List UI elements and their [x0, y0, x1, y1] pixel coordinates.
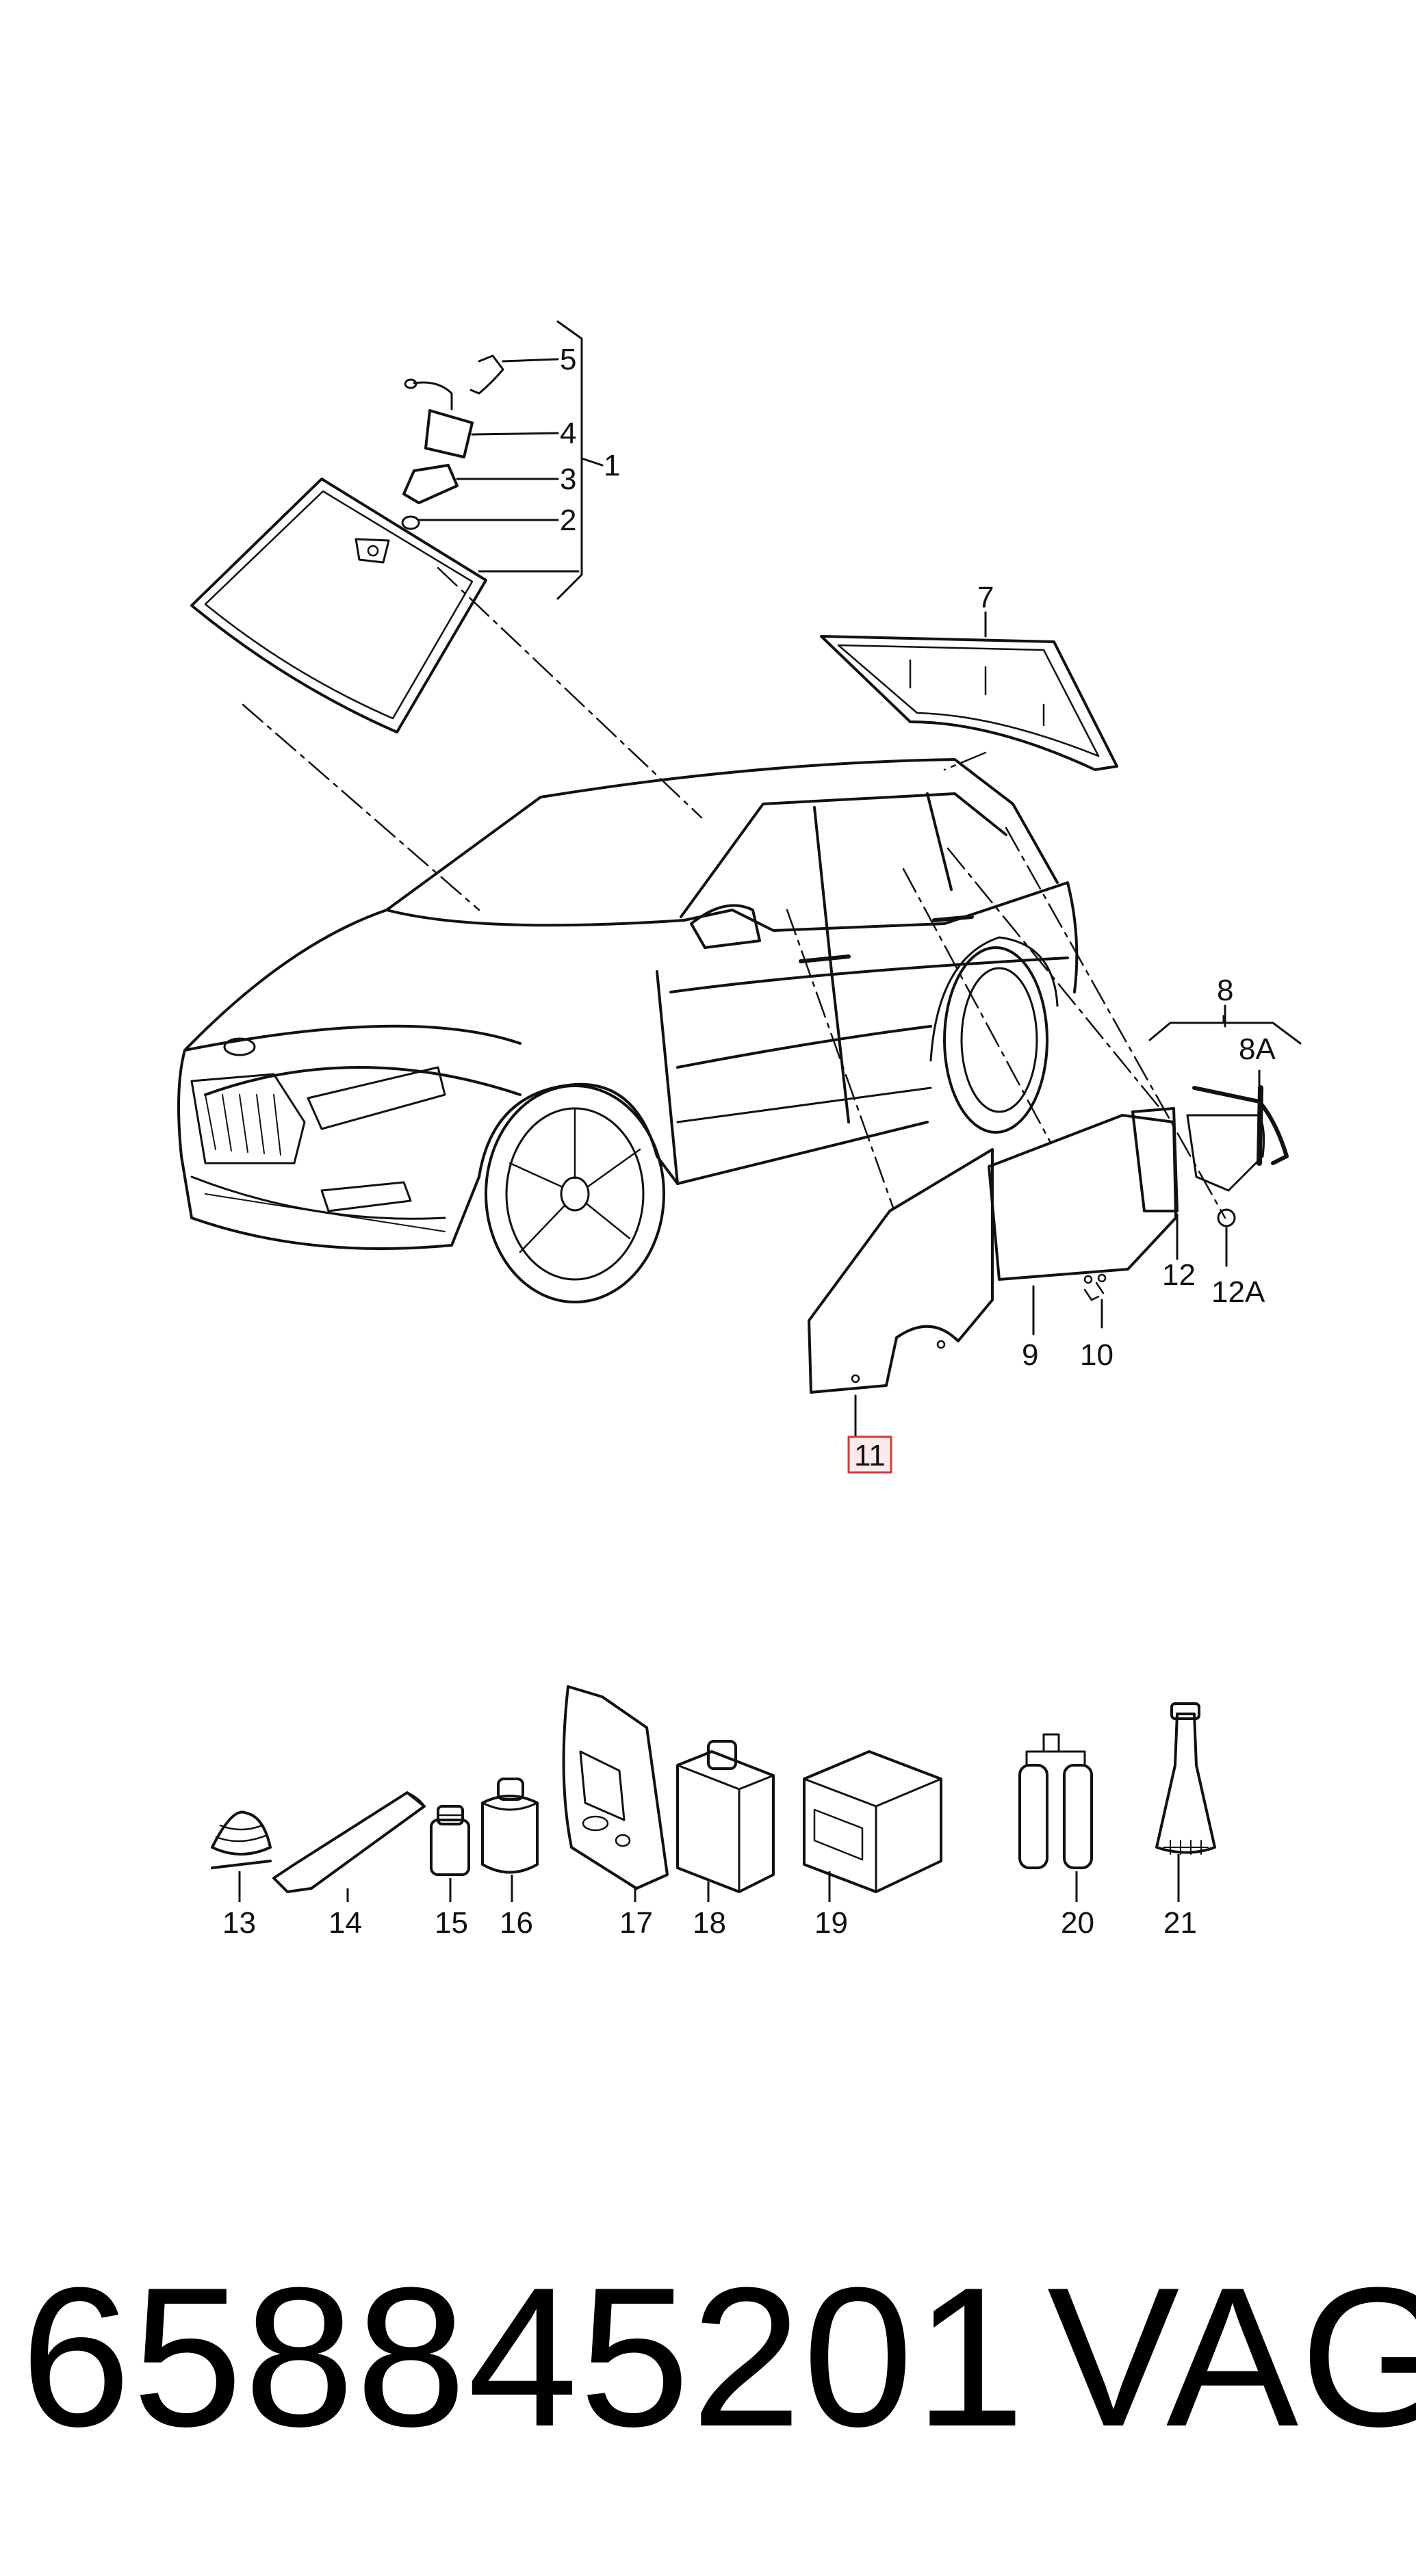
- sensor-3: [402, 464, 459, 504]
- callout-13: 13: [222, 1906, 256, 1940]
- quarter-glass: [1131, 1107, 1179, 1212]
- callout-21: 21: [1163, 1906, 1197, 1940]
- callout-19: 19: [814, 1906, 848, 1940]
- consumable-16: [481, 1778, 539, 1874]
- consumable-14: [272, 1791, 426, 1893]
- callout-7: 7: [977, 581, 994, 614]
- highlight-box: [847, 1435, 892, 1474]
- callout-2: 2: [560, 504, 576, 537]
- side-windows: [808, 1015, 1302, 1394]
- consumables-row: [211, 1685, 1216, 1893]
- callout-14: 14: [329, 1906, 362, 1940]
- callout-12a: 12A: [1211, 1275, 1265, 1309]
- seal-strip: [1192, 1086, 1289, 1165]
- consumable-19: [803, 1750, 942, 1893]
- callout-8: 8: [1217, 974, 1233, 1007]
- windscreen-assembly: [190, 320, 604, 733]
- sensor-4: [424, 409, 474, 458]
- callout-20: 20: [1061, 1906, 1094, 1940]
- car-illustration: [177, 758, 1079, 1303]
- callout-11: 11: [854, 1439, 886, 1472]
- callout-15: 15: [435, 1906, 468, 1940]
- consumable-13: [211, 1810, 272, 1869]
- rear-window: [820, 611, 1118, 771]
- consumable-15: [430, 1805, 470, 1876]
- sensor-5: [469, 354, 504, 395]
- callout-1: 1: [604, 449, 620, 482]
- callout-5: 5: [560, 343, 576, 376]
- windscreen: [190, 478, 487, 733]
- part-number: 658845201: [21, 2246, 1027, 2468]
- consumable-21: [1155, 1702, 1216, 1855]
- rear-door-window: [988, 1114, 1177, 1281]
- consumable-18: [676, 1740, 775, 1893]
- sensor-2: [401, 515, 420, 530]
- callout-3: 3: [560, 463, 576, 496]
- callout-labels: 5 4 3 1 2 7 8 8A 12 12A 9 10 11 13 14 15…: [222, 343, 1276, 1940]
- consumable-20: [1018, 1733, 1093, 1869]
- callout-4: 4: [560, 417, 576, 450]
- quarter-glass-inner: [1186, 1114, 1265, 1192]
- front-door-window: [808, 1148, 994, 1394]
- consumable-17: [562, 1685, 669, 1890]
- brand-name: VAG: [1047, 2246, 1416, 2468]
- callout-12: 12: [1162, 1258, 1196, 1292]
- callout-16: 16: [500, 1906, 533, 1940]
- callout-17: 17: [619, 1906, 653, 1940]
- callout-10: 10: [1080, 1338, 1114, 1372]
- callout-18: 18: [693, 1906, 726, 1940]
- callout-8a: 8A: [1239, 1032, 1276, 1066]
- callout-9: 9: [1022, 1338, 1038, 1372]
- leader-lines: [242, 567, 1226, 1219]
